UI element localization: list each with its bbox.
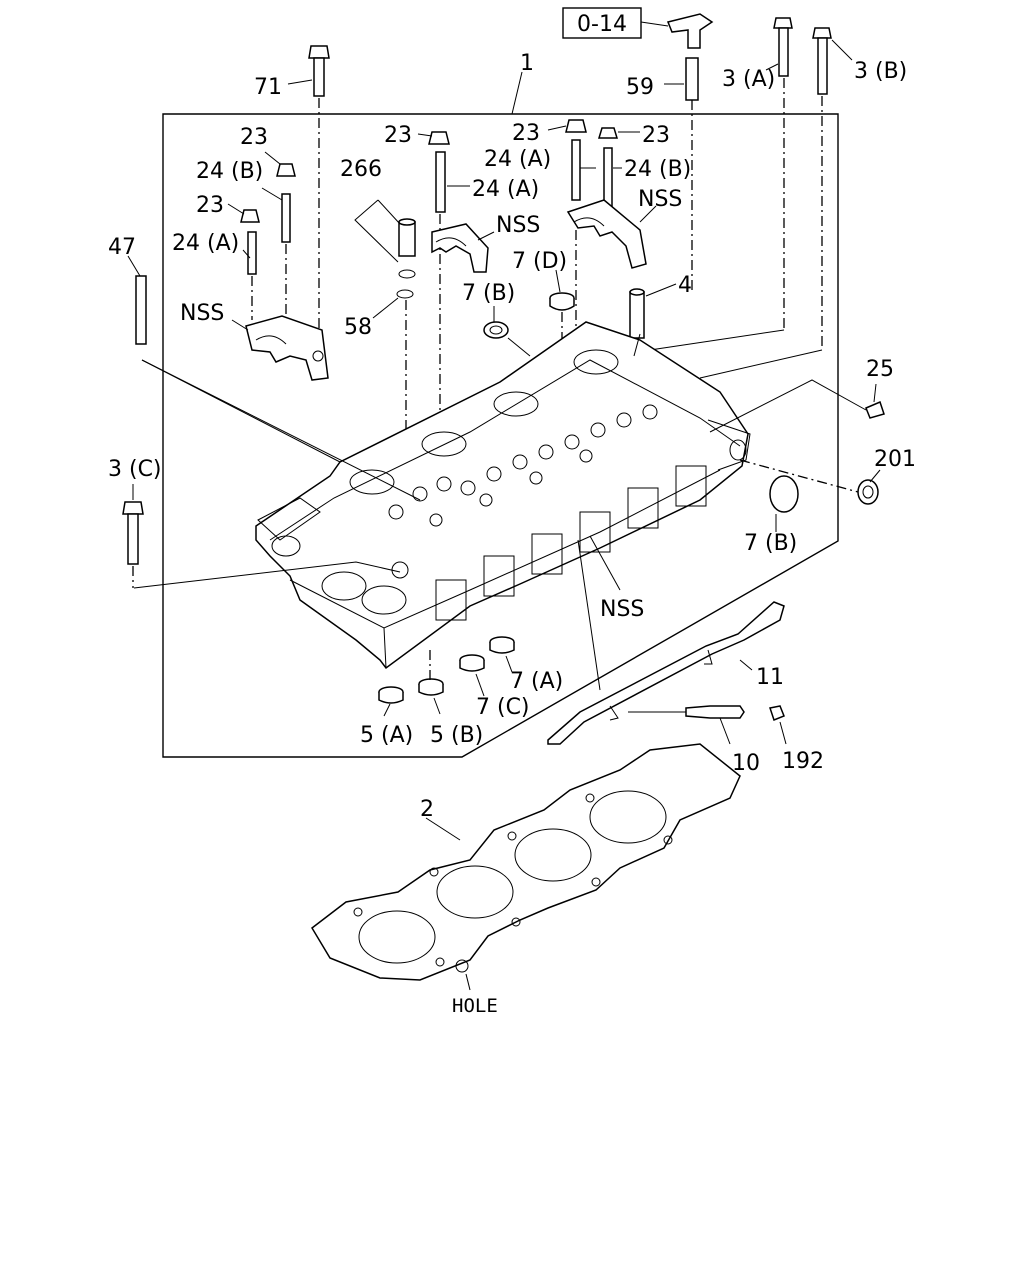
label-7d: 7 (D) <box>512 249 567 274</box>
plug-25 <box>709 379 885 433</box>
middle-bearing-cap <box>431 223 495 273</box>
seal-7d <box>549 269 575 430</box>
seal-201 <box>857 469 881 505</box>
label-nss-bottom: NSS <box>600 597 644 622</box>
seal-7a <box>489 636 515 673</box>
label-2: 2 <box>420 797 434 822</box>
label-201: 201 <box>874 447 916 472</box>
seal-5a <box>378 686 404 717</box>
harness-bracket-11 <box>547 601 785 745</box>
label-nss-left: NSS <box>180 301 224 326</box>
label-4: 4 <box>678 273 692 298</box>
label-71: 71 <box>254 75 282 100</box>
glow-plug-10 <box>577 539 745 745</box>
head-bolt-3c <box>122 484 144 588</box>
bolt-71 <box>287 45 330 340</box>
label-23-e: 23 <box>642 123 670 148</box>
label-5b: 5 (B) <box>430 723 483 748</box>
head-gasket-2 <box>311 743 741 991</box>
label-7c: 7 (C) <box>476 695 530 720</box>
dowel-pin-59 <box>664 57 699 290</box>
label-nss-mid: NSS <box>496 213 540 238</box>
middle-stud-group <box>417 131 470 430</box>
head-bolt-3b <box>649 27 853 379</box>
injector-sleeve-266 <box>354 199 416 530</box>
label-24a-right: 24 (A) <box>484 147 551 172</box>
label-59: 59 <box>626 75 654 100</box>
label-47: 47 <box>108 235 136 260</box>
label-23-c: 23 <box>384 123 412 148</box>
label-7a: 7 (A) <box>510 669 563 694</box>
label-24b-right: 24 (B) <box>624 157 691 182</box>
label-23-a: 23 <box>240 125 268 150</box>
assembly-frame <box>162 71 839 758</box>
label-23-b: 23 <box>196 193 224 218</box>
left-bearing-cap <box>231 315 329 381</box>
right-stud-group <box>547 119 640 209</box>
right-bearing-cap <box>566 199 657 420</box>
label-7b-top: 7 (B) <box>462 281 515 306</box>
label-3a: 3 (A) <box>722 67 775 92</box>
left-stud-group <box>227 151 296 330</box>
cylinder-head-body <box>255 321 751 670</box>
ref-box-label: 0-14 <box>577 12 627 37</box>
label-24a-left: 24 (A) <box>172 231 239 256</box>
label-58: 58 <box>344 315 372 340</box>
label-nss-right: NSS <box>638 187 682 212</box>
label-24b-left: 24 (B) <box>196 159 263 184</box>
nut-192 <box>769 705 787 745</box>
label-hole: HOLE <box>452 995 498 1017</box>
callout-labels: 1 2 3 (A) 3 (B) 3 (C) 4 5 (A) 5 (B) 7 (A… <box>108 51 916 1017</box>
ref-box-0-14[interactable]: 0-14 <box>562 7 642 39</box>
label-23-d: 23 <box>512 121 540 146</box>
seal-7c <box>459 654 485 697</box>
seal-5b <box>418 650 444 715</box>
seal-7b-top <box>483 306 531 357</box>
label-1: 1 <box>520 51 534 76</box>
label-24a-mid: 24 (A) <box>472 177 539 202</box>
label-192: 192 <box>782 749 824 774</box>
label-3c: 3 (C) <box>108 457 162 482</box>
label-266: 266 <box>340 157 382 182</box>
label-5a: 5 (A) <box>360 723 413 748</box>
label-11: 11 <box>756 665 784 690</box>
label-10: 10 <box>732 751 760 776</box>
label-7b-right: 7 (B) <box>744 531 797 556</box>
label-3b: 3 (B) <box>854 59 907 84</box>
sensor-part <box>640 13 714 49</box>
plug-7b-right <box>739 459 859 532</box>
head-bolt-3a <box>765 17 793 330</box>
label-25: 25 <box>866 357 894 382</box>
